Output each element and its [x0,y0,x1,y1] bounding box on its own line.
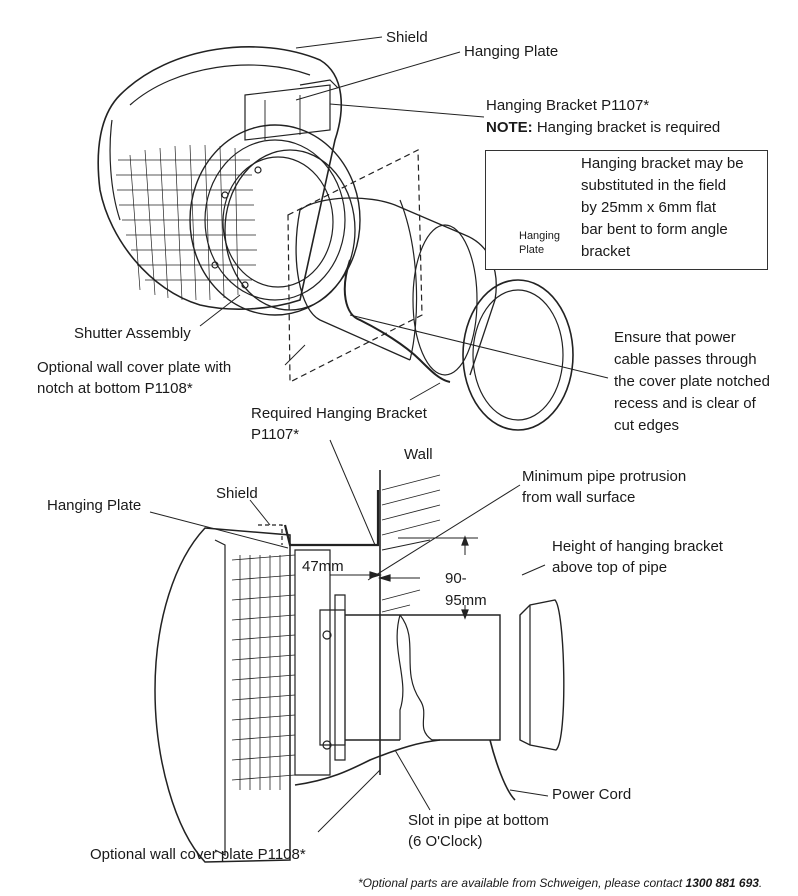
label-dim-47mm: 47mm [302,558,344,575]
label-power-cord: Power Cord [552,786,632,803]
label-slot-2: (6 O'Clock) [408,833,483,850]
label-required-bracket-1: Required Hanging Bracket [251,405,427,422]
note-prefix: NOTE: [486,119,533,136]
label-ensure-3: the cover plate notched [614,373,770,390]
bottom-fan-unit [154,470,565,863]
note-text: Hanging bracket is required [532,119,721,136]
label-ensure-4: recess and is clear of [614,395,756,412]
label-min-pipe-2: from wall surface [522,489,636,506]
label-optional-wall-bottom: Optional wall cover plate P1108* [90,846,306,863]
note-box-text: Hanging bracket may be substituted in th… [581,153,744,263]
side-grille [231,554,296,790]
label-hanging-plate-bottom: Hanging Plate [47,497,142,514]
label-shield-top: Shield [386,29,428,46]
label-required-bracket-2: P1107* [251,426,300,443]
footnote-phone: 1300 881 693 [685,876,759,890]
label-optional-wall-top-2: notch at bottom P1108* [37,380,193,397]
label-ensure-2: cable passes through [614,351,757,368]
footnote-end: . [758,876,763,890]
label-dim-90-1: 90- [445,570,467,587]
footnote-text: *Optional parts are available from Schwe… [358,876,686,890]
note-box-line: by 25mm x 6mm flat [581,199,717,216]
label-slot-1: Slot in pipe at bottom [408,812,549,829]
label-optional-wall-top-1: Optional wall cover plate with [37,359,232,376]
label-dim-90-2: 95mm [445,592,487,609]
label-shutter-assembly: Shutter Assembly [74,325,191,342]
label-shield-bottom: Shield [216,485,258,502]
label-ensure-1: Ensure that power [614,329,736,346]
label-hanging-bracket-top: Hanging Bracket P1107* [486,97,650,114]
note-box-line: substituted in the field [581,177,727,194]
note-box-line: bar bent to form angle [581,221,728,238]
label-height-2: above top of pipe [552,559,668,576]
label-wall: Wall [404,446,433,463]
note-box-line: Hanging bracket may be [581,155,744,172]
label-note: NOTE: Hanging bracket is required [486,117,720,138]
inset-label-hanging: Hanging [519,230,560,242]
label-height-1: Height of hanging bracket [552,538,723,555]
inset-label-plate: Plate [519,244,545,256]
note-box-line: bracket [581,243,631,260]
top-leader-lines [199,36,609,401]
label-ensure-5: cut edges [614,417,680,434]
bottom-leader-lines [149,439,549,833]
footnote: *Optional parts are available from Schwe… [358,876,762,890]
label-hanging-plate-top: Hanging Plate [464,43,559,60]
wall-hatching [381,474,441,613]
substitution-note-box: Hanging bracket may be substituted in th… [485,150,768,270]
top-grille [116,144,257,301]
label-min-pipe-1: Minimum pipe protrusion [522,468,687,485]
top-fan-unit [97,46,574,431]
